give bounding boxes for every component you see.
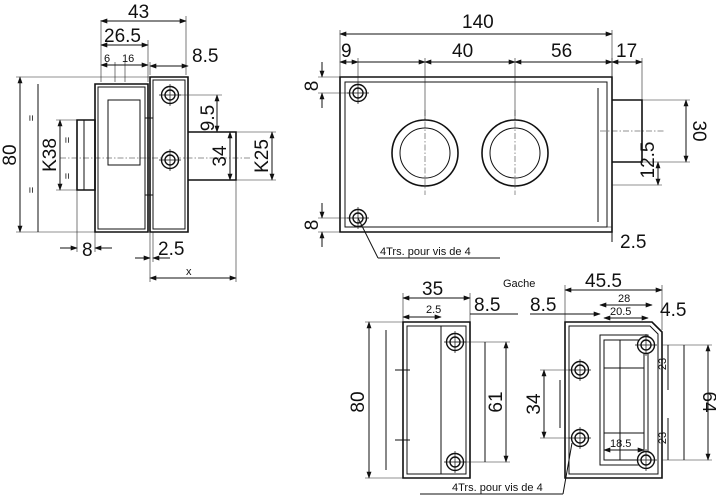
screw-icon — [568, 426, 592, 450]
equal-mark: = — [26, 115, 38, 121]
dim-bottom-screw: 8 — [302, 220, 323, 231]
side-view: 43 26.5 6 16 8.5 9.5 34 K25 80 = = K38 =… — [0, 2, 276, 282]
dim-keeper2-slot-width: 18.5 — [610, 438, 631, 450]
dim-cylinder: K38 — [40, 138, 61, 172]
dim-keeper2-slot-bottom: 23 — [657, 432, 669, 444]
dim-front-plate: 2.5 — [620, 232, 646, 253]
keeper-screw-note: 4Trs. pour vis de 4 — [452, 482, 543, 494]
dim-detail-a: 6 — [104, 53, 110, 65]
dim-bolt-height: 34 — [210, 145, 231, 167]
dim-keeper2-hole-spacing: 34 — [524, 393, 545, 415]
dim-left-step: 8 — [82, 240, 93, 261]
dim-bolt-projection: 17 — [616, 41, 637, 62]
dim-keeper2-lip: 4.5 — [660, 300, 686, 321]
dim-detail-b: 16 — [122, 53, 134, 65]
dim-top-screw: 8 — [302, 81, 323, 92]
dim-keeper2-slot-top: 23 — [657, 358, 669, 370]
dim-throw: x — [186, 266, 192, 278]
dim-bolt-offset: 9.5 — [198, 105, 219, 131]
dim-keeper-plate: 2.5 — [426, 304, 441, 316]
dim-overall-width: 43 — [128, 2, 149, 23]
keeper-label: Gache — [503, 278, 535, 290]
screw-icon — [158, 83, 182, 107]
dim-keeper2-inner-a: 28 — [618, 293, 630, 305]
dim-front-overall-width: 140 — [462, 12, 494, 33]
dim-height: 80 — [0, 144, 21, 165]
screw-icon — [346, 81, 370, 105]
dim-keeper-width: 35 — [422, 279, 443, 300]
dim-bolt-diameter: K25 — [252, 139, 273, 173]
screw-icon — [634, 333, 658, 357]
dim-hole-spacing-left: 40 — [452, 41, 473, 62]
equal-mark: = — [62, 137, 74, 143]
dim-front-bolt-offset: 12.5 — [638, 142, 659, 179]
screw-note: 4Trs. pour vis de 4 — [380, 246, 471, 258]
screw-icon — [158, 148, 182, 172]
screw-icon — [634, 448, 658, 472]
dim-front-bolt-height: 30 — [688, 120, 709, 141]
dim-hole-spacing-right: 56 — [551, 41, 572, 62]
equal-mark: = — [26, 187, 38, 193]
keeper-left-view: 35 8.5 2.5 80 61 4Trs. pour vis de 4 — [348, 279, 573, 495]
dim-keeper-height: 80 — [348, 391, 369, 412]
dim-keeper2-width: 45.5 — [585, 271, 622, 292]
dim-keeper2-inner-b: 20.5 — [610, 306, 631, 318]
dim-plate: 2.5 — [158, 239, 184, 260]
dim-keeper2-height: 64 — [698, 391, 716, 413]
keeper-right-view: 45.5 8.5 28 20.5 4.5 34 64 23 23 18.5 — [524, 271, 716, 479]
dim-keeper2-flange: 8.5 — [530, 295, 556, 316]
dim-flange: 8.5 — [192, 46, 218, 67]
front-view: 140 9 40 56 17 8 8 30 12.5 — [302, 12, 709, 259]
screw-icon — [568, 358, 592, 382]
dim-edge-offset: 9 — [341, 41, 352, 62]
dim-inner-width: 26.5 — [104, 26, 141, 47]
dim-keeper-flange: 8.5 — [474, 295, 500, 316]
equal-mark: = — [62, 173, 74, 179]
dim-keeper-hole-spacing: 61 — [486, 391, 507, 412]
